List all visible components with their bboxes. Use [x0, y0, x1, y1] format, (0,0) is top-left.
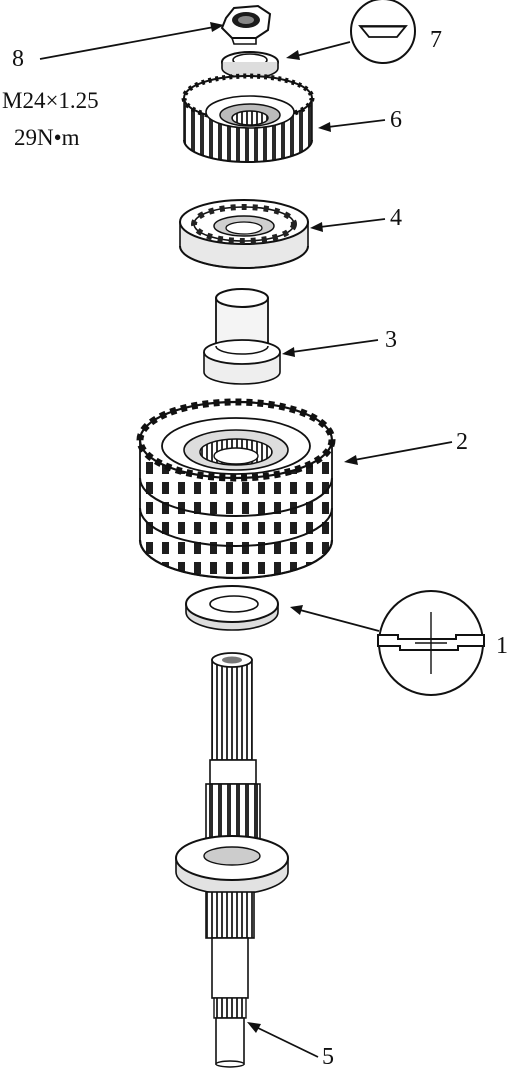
nut-part-8 — [220, 4, 272, 45]
thrust-washer-part-1 — [185, 585, 279, 631]
bearing-part-4 — [179, 199, 309, 269]
detail-circle-washer-7 — [350, 0, 416, 64]
hub-part-3 — [203, 288, 281, 385]
spec-thread: M24×1.25 — [2, 88, 99, 113]
label-4: 4 — [390, 205, 402, 231]
label-3: 3 — [385, 327, 397, 353]
shaft-part-5 — [175, 652, 289, 1068]
label-8: 8 — [12, 46, 24, 72]
label-6: 6 — [390, 107, 402, 133]
washer-part-7 — [221, 51, 279, 79]
label-5: 5 — [322, 1044, 334, 1070]
leader-lines — [39, 22, 453, 1058]
spec-torque: 29N•m — [14, 125, 80, 150]
clutch-drum-part-2 — [136, 398, 336, 580]
gear-part-6 — [181, 73, 315, 163]
label-2: 2 — [456, 429, 468, 455]
detail-circle-thrust-washer-1 — [377, 590, 485, 696]
label-7: 7 — [430, 27, 442, 53]
label-1: 1 — [496, 633, 508, 659]
